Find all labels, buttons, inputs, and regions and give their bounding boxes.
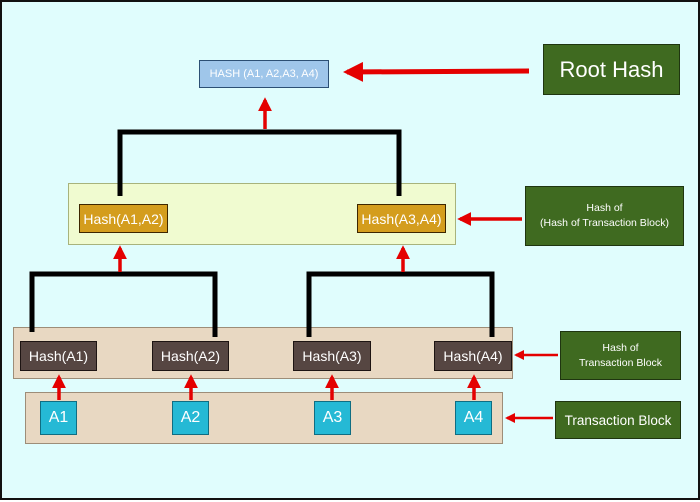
transaction-band [25,392,503,444]
legend-level2-line2: Transaction Block [578,356,663,369]
legend-level1: Hash of (Hash of Transaction Block) [525,186,684,246]
hash-a3a4-node: Hash(A3,A4) [357,204,446,233]
transaction-a4-label: A4 [463,409,484,426]
hash-a3-node: Hash(A3) [293,341,371,371]
hash-a3-label: Hash(A3) [302,348,362,364]
pointer-root-hash [343,61,530,82]
legend-root-hash-label: Root Hash [559,56,664,82]
bracket-right [306,271,495,337]
legend-level1-line1: Hash of [586,202,623,214]
legend-root-hash: Root Hash [543,44,680,95]
legend-transactions: Transaction Block [555,401,681,439]
legend-level2-line1: Hash of [602,341,639,354]
bracket-left [29,271,218,337]
transaction-a3-node: A3 [314,401,351,435]
transaction-a1-node: A1 [40,401,77,435]
hash-a2-label: Hash(A2) [160,348,221,364]
hash-a4-node: Hash(A4) [434,341,512,371]
hash-a1-label: Hash(A1) [28,348,89,364]
hash-a2-node: Hash(A2) [152,341,229,371]
transaction-a1-label: A1 [48,409,69,426]
legend-transactions-label: Transaction Block [564,412,672,428]
transaction-a2-label: A2 [180,409,201,426]
legend-level2: Hash of Transaction Block [560,331,681,380]
hash-a1-node: Hash(A1) [20,341,97,371]
transaction-a2-node: A2 [172,401,209,435]
hash-a1a2-label: Hash(A1,A2) [83,210,164,227]
root-hash-label: HASH (A1, A2,A3, A4) [209,68,319,80]
transaction-a3-label: A3 [322,409,343,426]
hash-a4-label: Hash(A4) [443,348,503,364]
bracket-root [117,129,402,196]
transaction-a4-node: A4 [455,401,492,435]
hash-a3a4-label: Hash(A3,A4) [361,210,442,227]
legend-level1-line2: (Hash of Transaction Block) [540,217,669,229]
hash-a1a2-node: Hash(A1,A2) [79,204,168,233]
root-hash-node: HASH (A1, A2,A3, A4) [199,60,329,88]
